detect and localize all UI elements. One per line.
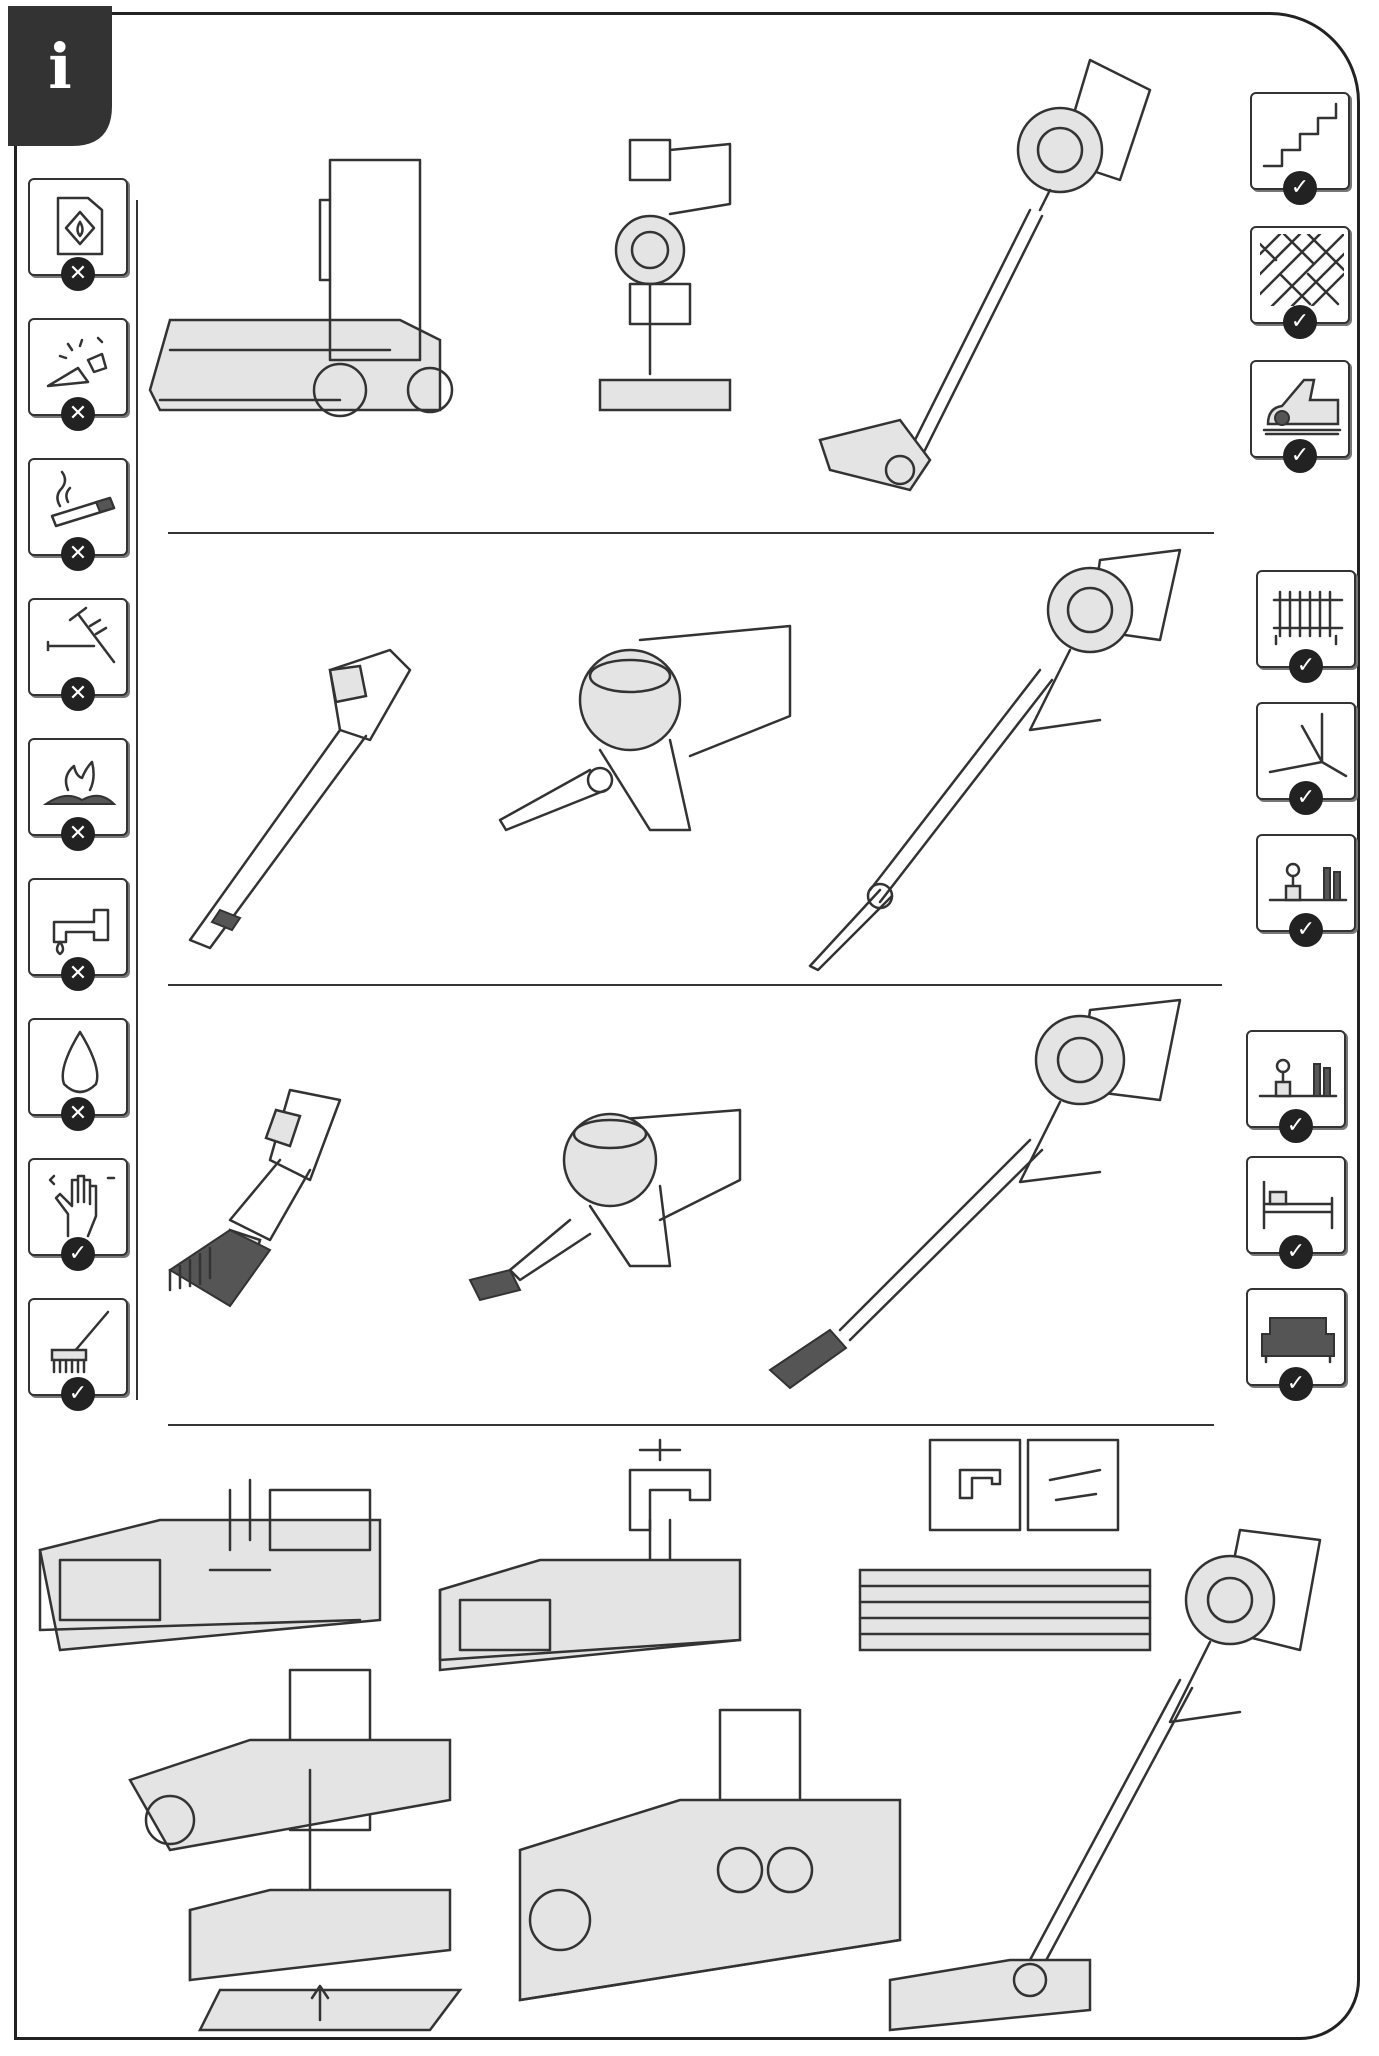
nails-screws-icon: ✕ — [28, 598, 128, 711]
shelf-icon: ✓ — [1256, 834, 1356, 947]
forbidden-badge: ✕ — [61, 677, 95, 711]
broken-glass-icon: ✕ — [28, 318, 128, 431]
allowed-badge: ✓ — [1289, 649, 1323, 683]
forbidden-badge: ✕ — [61, 257, 95, 291]
mop-pad-wash-illustration — [858, 1438, 1160, 1670]
allowed-badge: ✓ — [1283, 171, 1317, 205]
room-corner-icon: ✓ — [1256, 702, 1356, 815]
stick-vacuum-with-mop-illustration — [880, 1510, 1340, 2040]
carpet-brush-head-icon: ✓ — [1250, 360, 1350, 473]
section-divider — [168, 984, 1222, 986]
forbidden-badge: ✕ — [61, 957, 95, 991]
mop-tray-assembled-illustration — [500, 1700, 920, 2020]
handheld-with-crevice-illustration — [490, 620, 810, 870]
allowed-badge: ✓ — [61, 1237, 95, 1271]
floor-brush-head-illustration — [140, 158, 460, 440]
allowed-badge: ✓ — [1289, 781, 1323, 815]
stick-vacuum-floor-illustration — [810, 40, 1210, 500]
brush-icon: ✓ — [28, 1298, 128, 1411]
left-column-divider — [136, 200, 138, 1400]
mop-tray-illustration — [30, 1478, 390, 1652]
handheld-with-dusting-brush-illustration — [460, 1090, 750, 1310]
forbidden-badge: ✕ — [61, 1097, 95, 1131]
hot-ashes-icon: ✕ — [28, 738, 128, 851]
crevice-tool-illustration — [180, 648, 420, 950]
forbidden-badge: ✕ — [61, 537, 95, 571]
page-frame — [14, 12, 1360, 2040]
allowed-badge: ✓ — [1289, 913, 1323, 947]
stairs-icon: ✓ — [1250, 92, 1350, 205]
allowed-badge: ✓ — [1283, 439, 1317, 473]
handheld-with-brush-illustration — [590, 138, 760, 420]
info-tab — [8, 6, 112, 146]
info-icon: i — [48, 30, 72, 103]
bed-icon: ✓ — [1246, 1156, 1346, 1269]
liquid-drop-icon: ✕ — [28, 1018, 128, 1131]
allowed-badge: ✓ — [1279, 1367, 1313, 1401]
dusty-hand-icon: ✓ — [28, 1158, 128, 1271]
allowed-badge: ✓ — [1279, 1235, 1313, 1269]
forbidden-badge: ✕ — [61, 397, 95, 431]
mop-tray-attach-illustration — [110, 1660, 470, 2032]
stick-vacuum-dusting-brush-illustration — [760, 990, 1210, 1390]
dusting-brush-tool-illustration — [160, 1088, 360, 1310]
shelf-icon: ✓ — [1246, 1030, 1346, 1143]
water-tap-icon: ✕ — [28, 878, 128, 991]
section-divider — [168, 532, 1214, 534]
radiator-icon: ✓ — [1256, 570, 1356, 683]
stick-vacuum-crevice-illustration — [800, 540, 1210, 972]
sofa-icon: ✓ — [1246, 1288, 1346, 1401]
flammable-canister-icon: ✕ — [28, 178, 128, 291]
forbidden-badge: ✕ — [61, 817, 95, 851]
allowed-badge: ✓ — [61, 1377, 95, 1411]
section-divider — [168, 1424, 1214, 1426]
cigarette-icon: ✕ — [28, 458, 128, 571]
mop-tray-rinse-illustration — [430, 1438, 750, 1680]
parquet-floor-icon: ✓ — [1250, 226, 1350, 339]
allowed-badge: ✓ — [1279, 1109, 1313, 1143]
allowed-badge: ✓ — [1283, 305, 1317, 339]
